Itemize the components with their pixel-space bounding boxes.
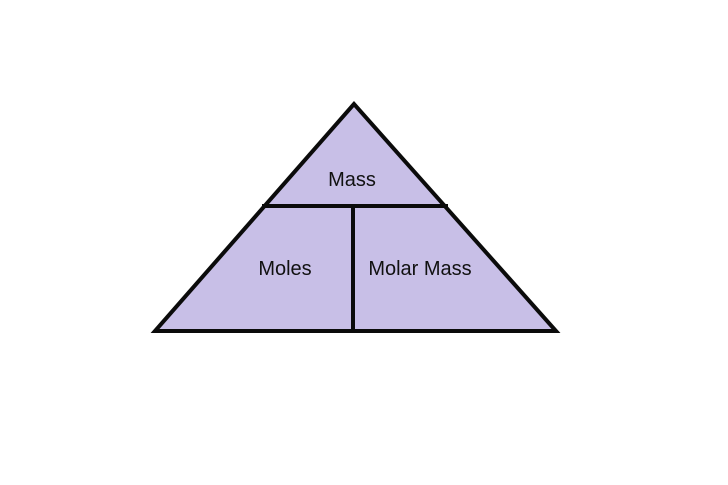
label-molar-mass: Molar Mass <box>368 258 471 280</box>
label-moles: Moles <box>258 258 311 280</box>
triangle-outline <box>150 100 561 333</box>
label-mass: Mass <box>328 169 376 191</box>
triangle-fill <box>155 104 556 331</box>
